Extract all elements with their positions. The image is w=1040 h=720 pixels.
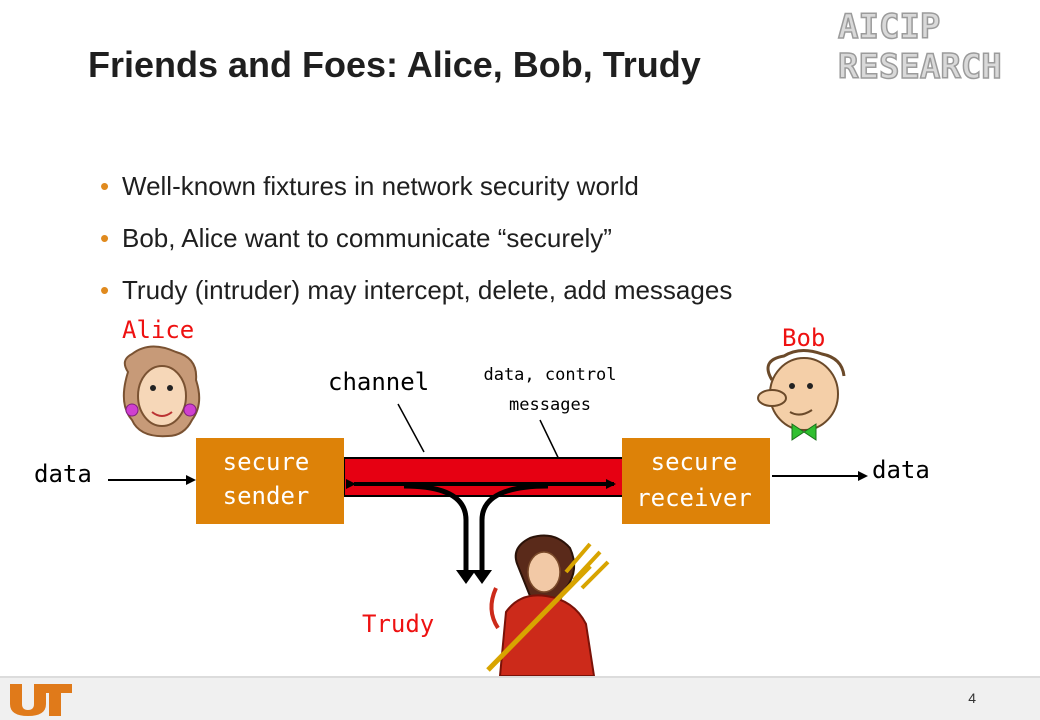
bullet-item: • Bob, Alice want to communicate “securel… [100, 220, 732, 272]
bullet-item: • Well-known fixtures in network security… [100, 168, 732, 220]
slide-title: Friends and Foes: Alice, Bob, Trudy [88, 44, 701, 85]
channel-pointer [397, 403, 425, 453]
alice-bob-trudy-diagram: Alice Bob Trudy channel data, control me… [34, 316, 930, 677]
trudy-icon [486, 534, 610, 677]
logo-line1: AICIP [838, 7, 940, 47]
bullet-list: • Well-known fixtures in network security… [100, 168, 732, 324]
sender-label-line2: sender [223, 482, 310, 510]
bullet-dot-icon: • [100, 275, 110, 305]
aicip-research-logo: AICIP RESEARCH [837, 6, 1002, 86]
secure-sender-box [196, 438, 344, 524]
alice-label: Alice [122, 316, 194, 344]
trudy-label: Trudy [362, 610, 434, 638]
ut-logo-icon [10, 684, 72, 716]
receiver-label-line2: receiver [636, 484, 752, 512]
intercept-arrows [403, 483, 549, 574]
bullet-text: Bob, Alice want to communicate “securely… [122, 223, 612, 253]
bullet-item: • Trudy (intruder) may intercept, delete,… [100, 272, 732, 324]
pitchfork-handle [486, 564, 592, 672]
footer-divider [0, 676, 1040, 678]
data-out-label: data [872, 456, 930, 484]
intercept-arrowhead-left [456, 570, 476, 584]
alice-icon [122, 345, 201, 438]
receiver-label-line1: secure [651, 448, 738, 476]
bob-label: Bob [782, 324, 825, 352]
page-number: 4 [968, 690, 976, 706]
messages-label-line1: data, control [483, 365, 616, 385]
bob-icon [757, 349, 846, 441]
logo-line2: RESEARCH [838, 47, 1002, 86]
intercept-arrowhead-right [472, 570, 492, 584]
bullet-text: Trudy (intruder) may intercept, delete, … [122, 275, 733, 305]
messages-label-line2: messages [509, 395, 591, 415]
bullet-dot-icon: • [100, 171, 110, 201]
channel-label: channel [328, 368, 429, 396]
data-in-label: data [34, 460, 92, 488]
channel-bar [343, 457, 625, 497]
secure-receiver-box [622, 438, 770, 524]
bullet-dot-icon: • [100, 223, 110, 253]
sender-label-line1: secure [223, 448, 310, 476]
footer-bar [0, 676, 1040, 720]
bullet-text: Well-known fixtures in network security … [122, 171, 639, 201]
